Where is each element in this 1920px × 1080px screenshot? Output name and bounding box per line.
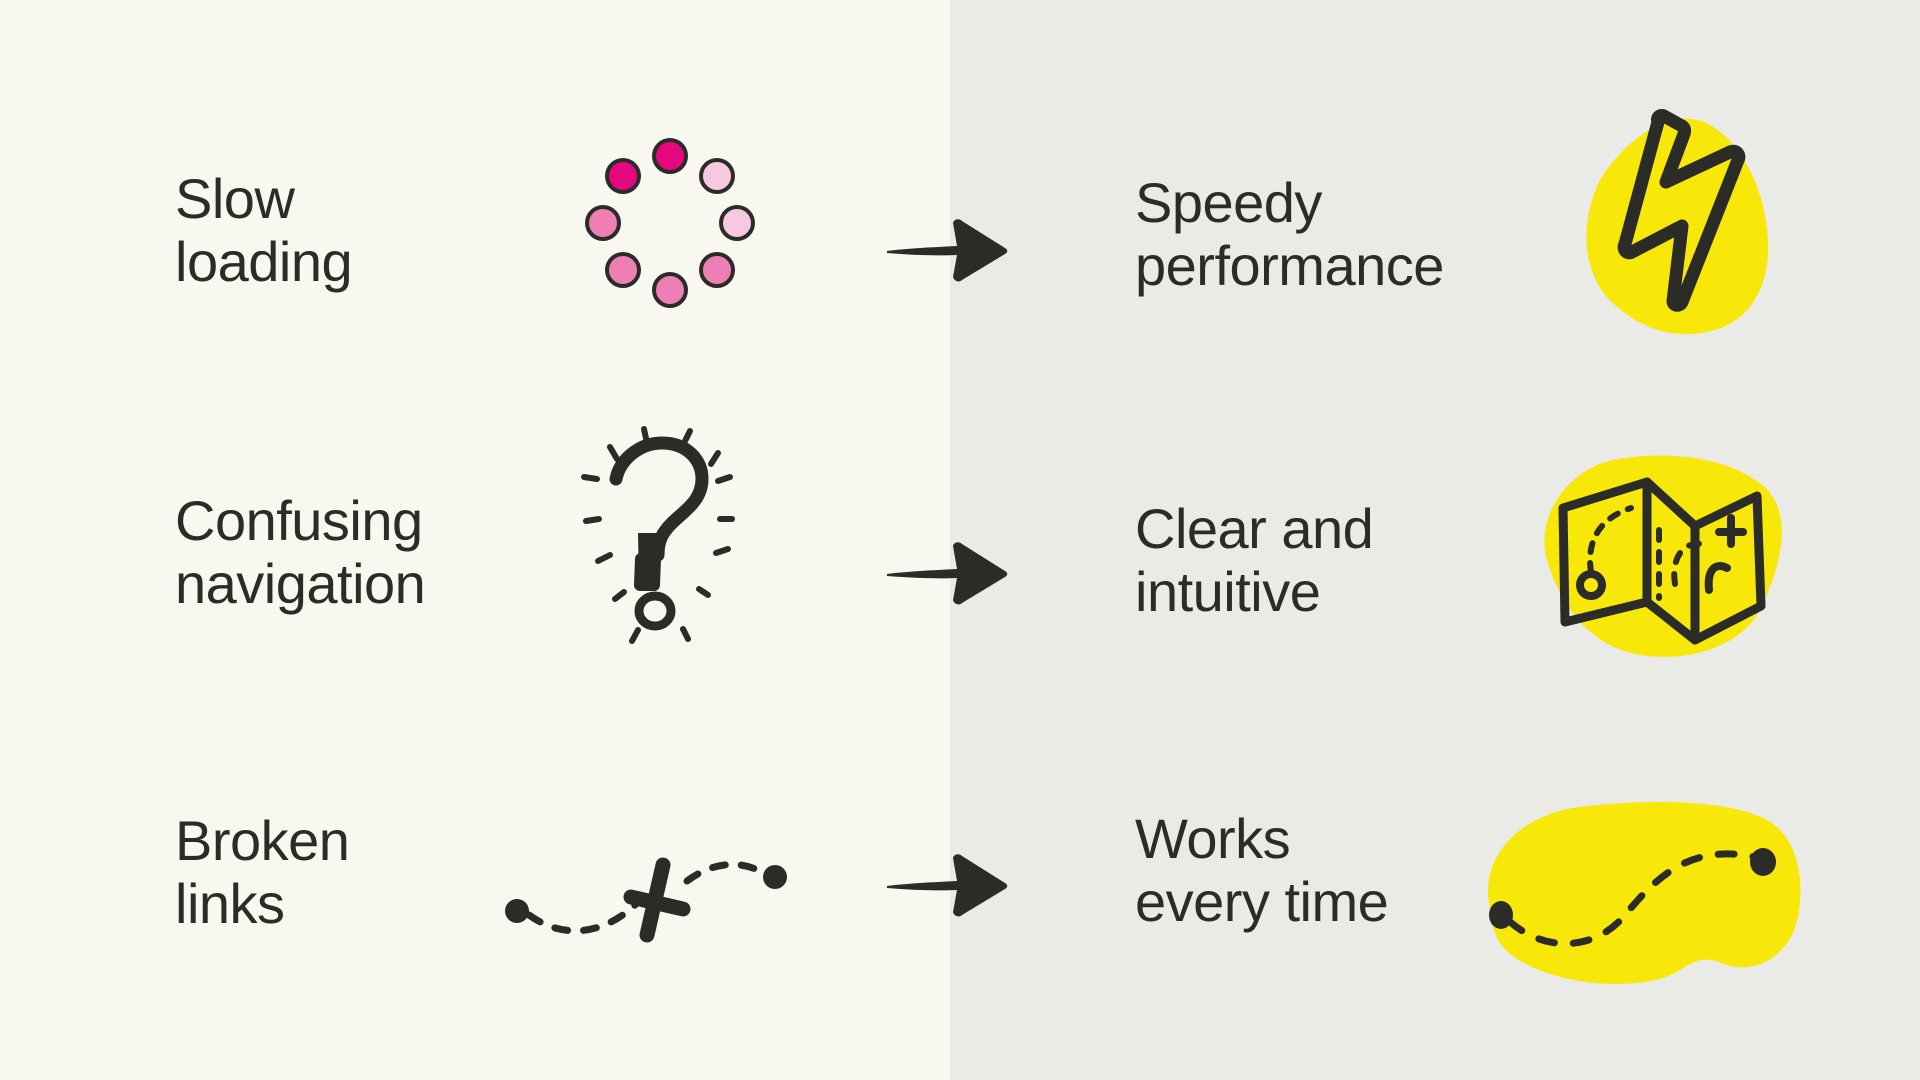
broken-path-icon	[480, 780, 810, 1030]
spinner-ring	[585, 138, 755, 308]
spinner-dot	[652, 272, 688, 308]
spinner-dot	[605, 158, 641, 194]
spinner-dot	[652, 138, 688, 174]
lightning-bolt-icon	[1505, 80, 1865, 350]
comparison-row: Slow loading Speedy performance	[0, 60, 1920, 360]
spinner-dot	[585, 205, 621, 241]
spinner-dot	[699, 158, 735, 194]
problem-label: Confusing navigation	[175, 489, 426, 615]
arrow-right-icon	[885, 215, 1010, 285]
loading-spinner-icon	[505, 98, 835, 348]
spinner-dot	[719, 205, 755, 241]
problem-label: Broken links	[175, 809, 350, 935]
spinner-dot	[605, 252, 641, 288]
connected-path-icon	[1465, 760, 1825, 1030]
question-mark-icon	[505, 415, 835, 665]
arrow-right-icon	[885, 538, 1010, 608]
arrow-right-icon	[885, 850, 1010, 920]
folded-map-icon	[1495, 425, 1855, 695]
solution-label: Clear and intuitive	[1135, 497, 1374, 623]
comparison-row: Broken links Works every time	[0, 700, 1920, 1000]
solution-label: Speedy performance	[1135, 171, 1444, 297]
comparison-row: Confusing navigation	[0, 390, 1920, 690]
spinner-dot	[699, 252, 735, 288]
solution-label: Works every time	[1135, 807, 1389, 933]
problems-panel	[0, 0, 950, 1080]
problem-label: Slow loading	[175, 167, 353, 293]
